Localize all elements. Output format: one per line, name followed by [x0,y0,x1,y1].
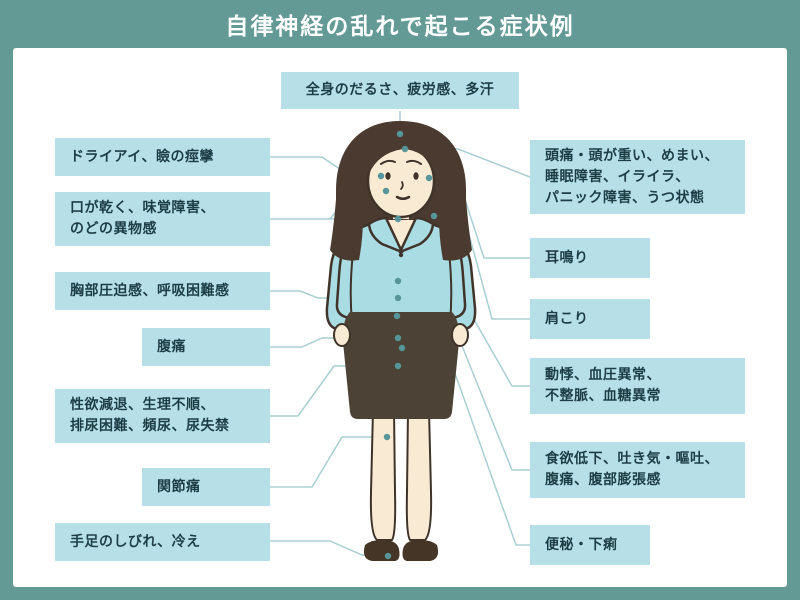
symptom-box-abdomen: 腹痛 [142,328,270,366]
right-shoe [402,539,439,561]
bangs [368,137,435,174]
hair-lock-right [439,172,472,261]
symptom-box-eye: ドライアイ、瞼の痙攣 [55,138,270,176]
body-point-abdomen [394,334,402,342]
right-eye [413,172,419,180]
collar-button [398,252,404,258]
symptom-box-foot: 手足のしびれ、冷え [55,523,270,561]
collar-right-lapel [398,216,435,254]
body-points [377,130,438,560]
nose [400,181,404,190]
symptom-box-chest: 胸部圧迫感、呼吸困難感 [55,272,270,310]
collar-left-lapel [367,216,404,254]
left-eyebrow [380,159,396,165]
body-point-shoulder [430,212,438,220]
left-leg [369,409,397,541]
symptom-box-mouth-throat: 口が乾く、味覚障害、 のどの異物感 [55,192,270,246]
right-eyebrow [406,159,422,165]
symptom-box-pelvis: 性欲減退、生理不順、 排尿困難、頻尿、尿失禁 [55,389,270,443]
right-hand [451,323,469,347]
symptom-box-shoulder: 肩こり [530,299,650,339]
symptom-box-intestines: 便秘・下痢 [530,525,650,565]
body-point-whole-body [396,130,404,138]
body-point-stomach [393,312,401,320]
body-point-foot [384,552,392,560]
left-hand [333,323,351,347]
symptom-box-stomach: 食欲低下、吐き気・嘔吐、 腹痛、腹部膨張感 [530,442,745,498]
body-point-head [401,145,409,153]
body-point-ear [425,174,433,182]
symptom-box-ear: 耳鳴り [530,238,650,278]
body-point-knee [383,433,391,441]
body-point-mouth [382,187,390,195]
body-point-intestines [398,344,406,352]
body-point-pelvis [394,362,402,370]
symptom-box-head: 頭痛・頭が重い、めまい、 睡眠障害、イライラ、 パニック障害、うつ状態 [530,140,745,214]
right-leg [405,409,433,541]
hair-lock-left [330,172,363,261]
woman-figure [325,121,477,561]
symptom-box-heart: 動悸、血圧異常、 不整脈、血糖異常 [530,358,745,414]
symptom-box-knee: 関節痛 [142,468,270,506]
connector-knee [270,436,383,488]
collar-opening [385,220,417,254]
body-point-heart [394,277,402,285]
body-point-throat [394,215,402,223]
body-point-eye [377,172,385,180]
symptom-box-whole-body: 全身のだるさ、疲労感、多汗 [281,72,519,109]
left-shoe [363,539,400,561]
left-eye [385,172,391,180]
page-title: 自律神経の乱れで起こる症状例 [225,14,575,40]
body-point-chest [394,294,402,302]
mouth [395,195,411,200]
